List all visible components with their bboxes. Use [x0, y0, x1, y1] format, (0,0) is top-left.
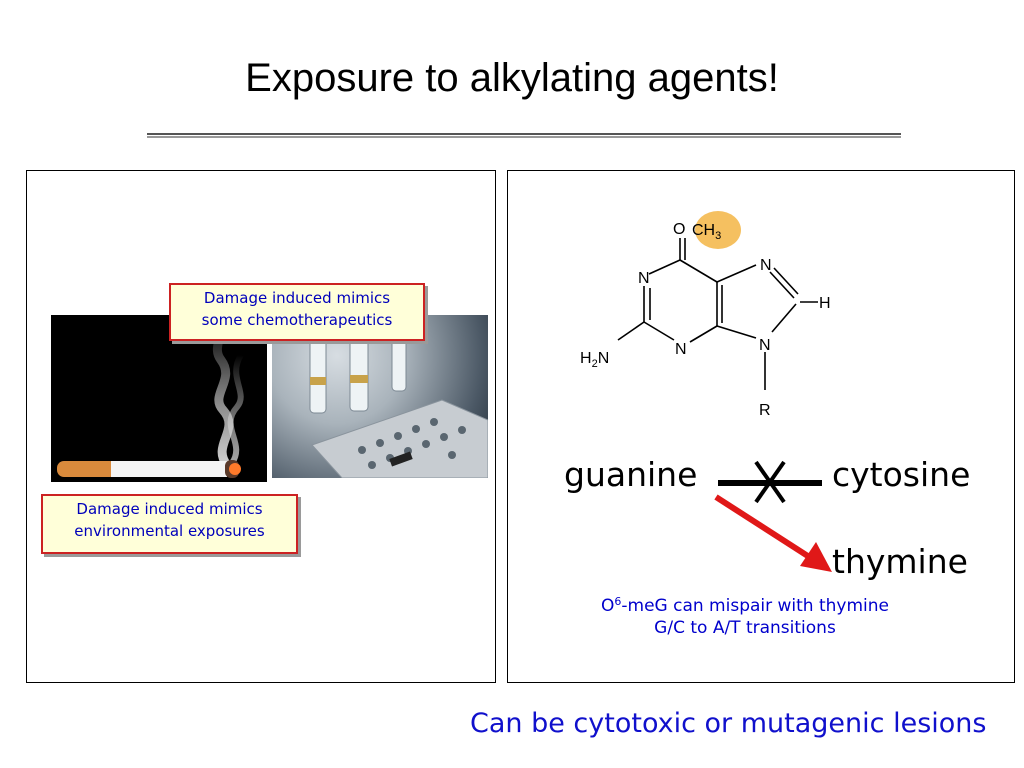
thymine-label: thymine — [832, 542, 968, 581]
callout-environmental: Damage induced mimics environmental expo… — [41, 494, 298, 554]
n1-label: N — [638, 270, 650, 287]
mispair-arrow — [714, 494, 816, 563]
mispair-graphic — [714, 460, 832, 572]
h8-label: H — [819, 295, 831, 312]
methyl-label: CH3 — [692, 222, 721, 242]
lab-vials-photo — [272, 315, 488, 478]
lesion-summary: Can be cytotoxic or mutagenic lesions — [470, 708, 987, 739]
callout-chemo-line2: some chemotherapeutics — [201, 311, 393, 329]
r-group-label: R — [759, 402, 771, 419]
o6-methylguanine-structure: O CH3 N N N N H H2N R — [580, 211, 831, 419]
guanine-label: guanine — [564, 455, 698, 494]
right-panel — [507, 170, 1015, 683]
cross-mark-icon — [754, 460, 786, 504]
callout-env-line1: Damage induced mimics — [76, 500, 263, 518]
callout-chemo-line1: Damage induced mimics — [203, 289, 391, 307]
oxygen-label: O — [673, 221, 685, 238]
title-divider — [147, 133, 901, 138]
transition-note: G/C to A/T transitions — [654, 618, 836, 638]
amine-label: H2N — [580, 350, 609, 370]
n3-label: N — [675, 341, 687, 358]
mispair-note: O6-meG can mispair with thymine — [600, 595, 890, 616]
arrow-head-icon — [800, 542, 832, 572]
slide-title: Exposure to alkylating agents! — [245, 56, 779, 100]
callout-env-line2: environmental exposures — [74, 522, 265, 540]
methyl-highlight — [695, 211, 741, 249]
n7-label: N — [760, 257, 772, 274]
cytosine-label: cytosine — [832, 455, 971, 494]
n9-label: N — [759, 337, 771, 354]
cigarette-smoke-image — [57, 321, 244, 478]
cigarette-photo — [51, 315, 267, 482]
callout-chemotherapeutics: Damage induced mimics some chemotherapeu… — [169, 283, 425, 341]
lab-vials-image — [309, 315, 488, 478]
